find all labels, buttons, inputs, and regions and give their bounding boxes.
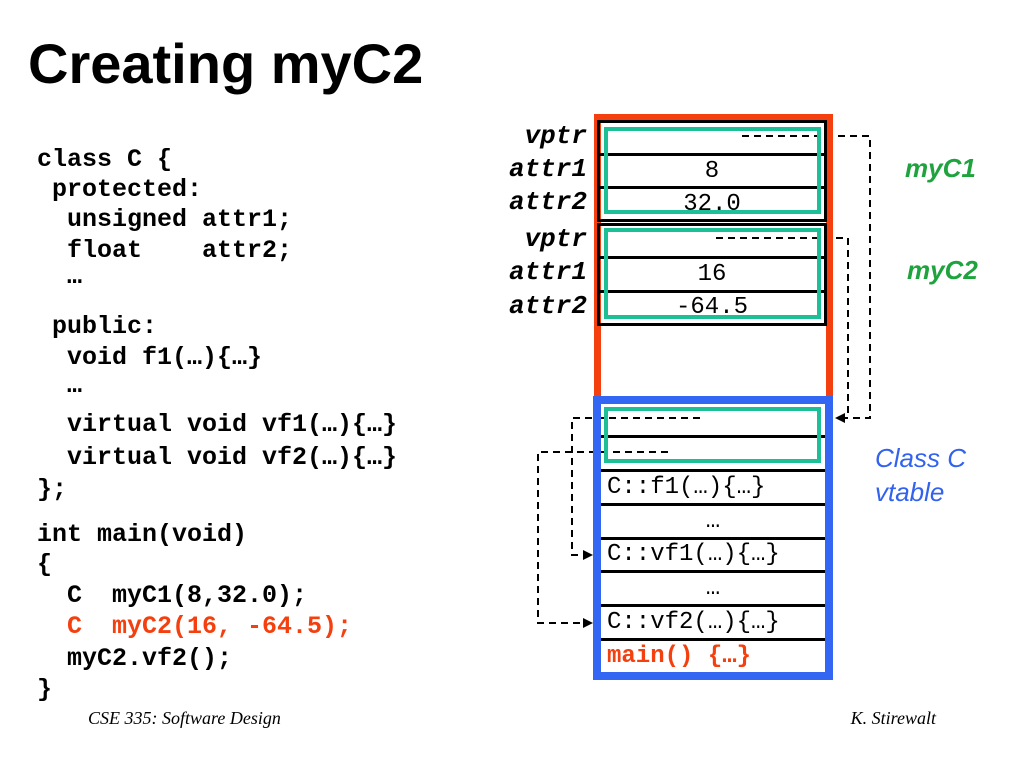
- vtable-caption-line: vtable: [875, 477, 945, 507]
- vtable-entry-pointer: [601, 404, 825, 438]
- code-line-brace-close: }: [37, 675, 53, 704]
- field-attr1: attr1 8: [509, 154, 824, 189]
- code-line-vf2-decl: virtual void vf2(…){…}: [67, 443, 398, 472]
- arrowhead: [835, 413, 845, 423]
- field-label: vptr: [524, 224, 587, 254]
- object-label-myC1: myC1: [905, 153, 976, 183]
- vptr-arrow-myC2: [716, 237, 849, 418]
- code-line-attr2-decl: float attr2;: [67, 236, 293, 265]
- code-line-attr1-decl: unsigned attr1;: [67, 205, 293, 234]
- vtable-entry: …: [601, 573, 825, 608]
- vtable-entry: main() {…}: [607, 643, 752, 671]
- vtable-entry: C::vf1(…){…}: [601, 540, 825, 574]
- object-label-myC2: myC2: [907, 255, 978, 285]
- vtable-entry: C::vf2(…){…}: [601, 607, 825, 642]
- footer-course: CSE 335: Software Design: [88, 708, 281, 728]
- field-vptr: vptr: [525, 121, 824, 156]
- field-value: 16: [697, 260, 727, 288]
- code-line-myC2-decl: C myC2(16, -64.5);: [67, 612, 353, 641]
- code-line-class-end: };: [37, 475, 68, 504]
- footer-author: K. Stirewalt: [850, 708, 936, 728]
- code-line-brace-open: {: [37, 550, 53, 579]
- code-line-public: public:: [52, 312, 158, 341]
- arrowhead: [583, 618, 593, 628]
- vtable-entry: …: [601, 506, 825, 540]
- vtable-caption: Class C vtable: [875, 441, 966, 509]
- vtable: C::f1(…){…} … C::vf1(…){…} … C::vf2(…){……: [593, 396, 833, 680]
- code-line-vf1-decl: virtual void vf1(…){…}: [67, 410, 398, 439]
- code-line-class-decl: class C {: [37, 145, 173, 174]
- code-line-vf2-call: myC2.vf2();: [67, 644, 233, 673]
- code-line-protected: protected:: [52, 175, 203, 204]
- vtable-entry-pointer: [601, 438, 825, 472]
- field-value: 8: [704, 157, 720, 185]
- field-attr1: attr1 16: [509, 257, 824, 293]
- vtable-caption-line: Class C: [875, 443, 967, 473]
- code-line-ellipsis: …: [67, 371, 83, 400]
- field-label: vptr: [524, 121, 587, 151]
- field-label: attr2: [508, 290, 587, 321]
- vtable-slot-arrow-vf2: [537, 451, 668, 624]
- code-line-main-signature: int main(void): [37, 520, 248, 549]
- code-line-ellipsis: …: [67, 262, 83, 291]
- vtable-slot-arrow-vf1: [571, 417, 700, 556]
- code-line-f1-decl: void f1(…){…}: [67, 343, 263, 372]
- vtable-entry: C::f1(…){…}: [601, 472, 825, 506]
- code-line-myC1-decl: C myC1(8,32.0);: [67, 581, 308, 610]
- field-label: attr1: [508, 154, 587, 184]
- field-vptr: vptr: [525, 224, 824, 260]
- highlight-box-myC1: [604, 127, 821, 214]
- vptr-arrow-myC1: [742, 135, 871, 419]
- field-label: attr2: [508, 187, 587, 217]
- highlight-box-vtable-pointers: [604, 407, 821, 463]
- field-label: attr1: [508, 257, 587, 288]
- slide-title: Creating myC2: [28, 32, 424, 95]
- highlight-box-myC2: [604, 228, 821, 319]
- arrowhead: [583, 550, 593, 560]
